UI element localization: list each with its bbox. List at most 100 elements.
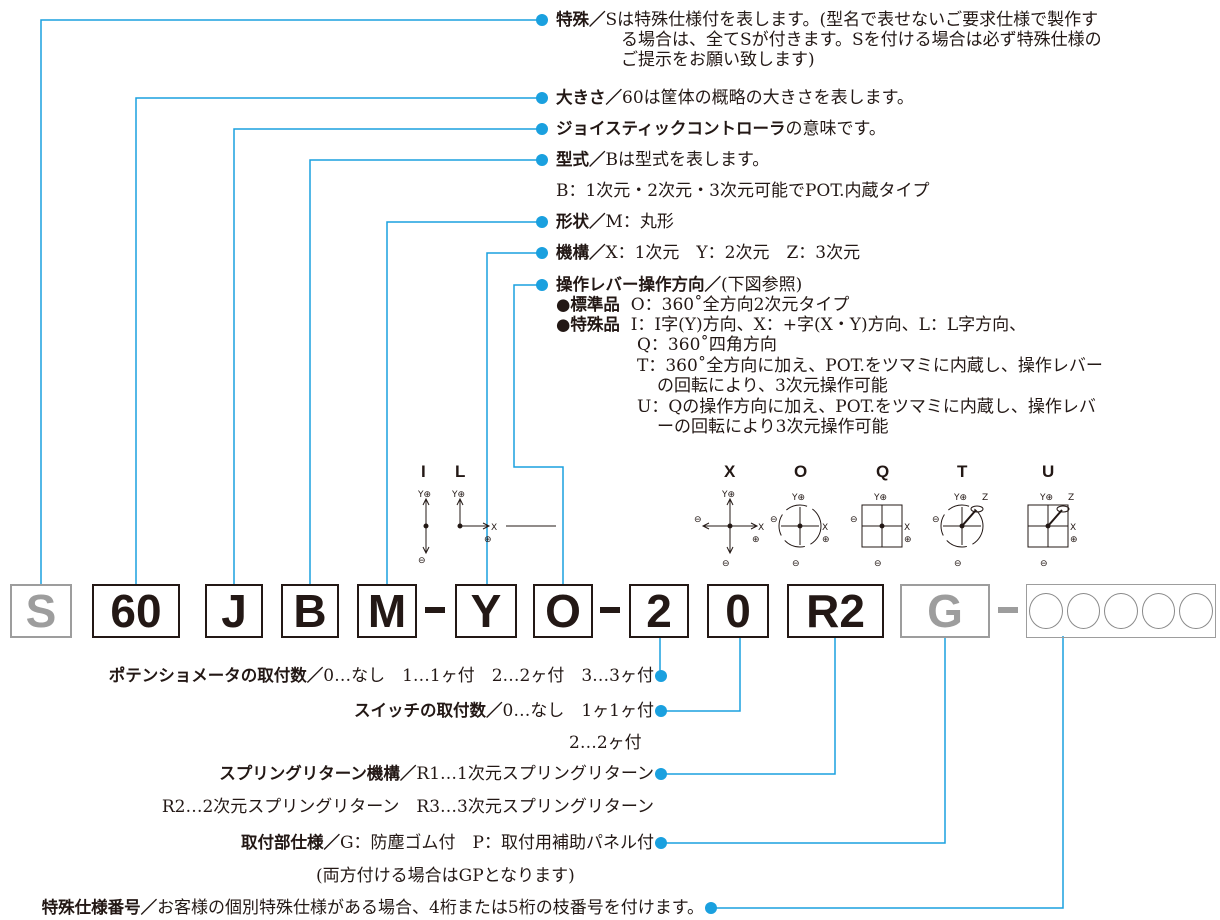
direction-icon-i: Y⊕ ⊖ [417, 490, 431, 566]
axis-label: ⊖ [874, 559, 882, 569]
label-sp-title: ●特殊品 [556, 315, 620, 334]
label-pot: ポテンショメータの取付数／0…なし 1…1ヶ付 2…2ヶ付 3…3ヶ付 [109, 666, 654, 686]
label-direction: 操作レバー操作方向／(下図参照) [556, 275, 802, 295]
label-special-line1: Sは特殊仕様付を表します。(型名で表せないご要求仕様で製作す [605, 10, 1099, 30]
label-direction-std: ●標準品 O：360˚全方向2次元タイプ [556, 295, 849, 315]
axis-label: ⊖ [694, 515, 702, 525]
axis-label: Y⊕ [451, 490, 465, 500]
dot-special [536, 14, 548, 26]
dot-joystick [536, 123, 548, 135]
axis-label: ⊖ [418, 556, 426, 566]
axis-label: ⊖ [792, 559, 800, 569]
label-mount-sub: (両方付ける場合はGPとなります) [316, 866, 575, 886]
direction-letter-t: T [957, 462, 968, 481]
label-sp-5: U：Qの操作方向に加え、POT.をツマミに内蔵し、操作レバ [637, 397, 1096, 417]
dot-direction [536, 279, 548, 291]
label-direction-text: (下図参照) [721, 275, 803, 295]
direction-icon-t: Y⊕ Z ⊖ ⊖ [932, 493, 988, 569]
direction-icon-q: Y⊕ ⊖ X ⊕ ⊖ [850, 493, 912, 569]
axis-label: ⊕ [752, 535, 760, 545]
dot-pot [655, 670, 667, 682]
placeholder-circle [1141, 593, 1176, 629]
dot-switch [655, 705, 667, 717]
axis-label: Y⊕ [417, 490, 431, 500]
label-sp-1: I：I字(Y)方向、X：+字(X・Y)方向、L：L字方向、 [630, 315, 1027, 335]
label-joystick-text: の意味です。 [785, 119, 886, 139]
label-switch-text: 0…なし 1ヶ1ヶ付 [502, 701, 654, 721]
direction-letter-q: Q [876, 462, 890, 481]
leader-model [309, 159, 540, 586]
label-switch-sub: 2…2ヶ付 [569, 733, 642, 753]
code-dash-3 [998, 607, 1018, 613]
label-spring-text: R1…1次元スプリングリターン [416, 764, 654, 784]
direction-icon-o: Y⊕ ⊖ X ⊕ ⊖ [770, 493, 830, 569]
leader-switch [660, 636, 741, 712]
dot-mount [655, 837, 667, 849]
leader-mechanism [486, 252, 540, 586]
axis-label: ⊖ [1040, 559, 1048, 569]
label-mount: 取付部仕様／G：防塵ゴム付 P：取付用補助パネル付 [241, 833, 654, 853]
code-box-pot: 2 [629, 584, 689, 638]
label-switch-title: スイッチの取付数／ [354, 701, 503, 720]
dot-shape [536, 216, 548, 228]
label-special-line3: ご提示をお願い致します) [621, 50, 815, 70]
label-size-text: 60は筐体の概略の大きさを表します。 [622, 88, 914, 108]
label-special: 特殊／Sは特殊仕様付を表します。(型名で表せないご要求仕様で製作す [556, 10, 1098, 30]
label-spring-title: スプリングリターン機構／ [219, 764, 417, 783]
direction-icon-x [506, 525, 556, 527]
leader-mount [660, 636, 946, 844]
label-shape-text: M：丸形 [605, 212, 674, 232]
axis-label: ⊕ [1070, 535, 1078, 545]
direction-letter-i: I [421, 462, 426, 481]
code-box-m: M [357, 584, 417, 638]
dot-size [536, 92, 548, 104]
label-special-no: 特殊仕様番号／お客様の個別特殊仕様がある場合、4桁または5桁の枝番号を付けます。 [42, 898, 704, 918]
leader-joystick [233, 128, 540, 586]
direction-letter-l: L [455, 462, 466, 481]
label-switch: スイッチの取付数／0…なし 1ヶ1ヶ付 [354, 701, 654, 721]
axis-label: Y⊕ [953, 493, 967, 503]
direction-letter-x: X [724, 462, 736, 481]
axis-label: X [1070, 523, 1076, 533]
axis-label: X [822, 523, 828, 533]
axis-label: ⊕ [904, 535, 912, 545]
code-dash-2 [600, 607, 620, 613]
direction-icon-x-main: Y⊕ ⊖ X ⊕ ⊖ [694, 490, 764, 569]
code-box-switch: 0 [707, 584, 769, 638]
axis-label: ⊖ [954, 559, 962, 569]
code-box-g: G [900, 584, 990, 638]
label-pot-text: 0…なし 1…1ヶ付 2…2ヶ付 3…3ヶ付 [323, 666, 654, 686]
label-mount-title: 取付部仕様／ [240, 833, 340, 852]
dot-spring [655, 768, 667, 780]
label-sp-4: の回転により、3次元操作可能 [657, 376, 888, 396]
axis-label: ⊖ [850, 515, 858, 525]
placeholder-circle [1066, 593, 1101, 629]
axis-label: ⊕ [822, 535, 830, 545]
code-box-spring: R2 [787, 584, 884, 638]
code-box-o: O [533, 584, 593, 638]
label-model-sub: B：1次元・2次元・3次元可能でPOT.内蔵タイプ [556, 181, 930, 201]
label-mount-text: G：防塵ゴム付 P：取付用補助パネル付 [339, 833, 654, 853]
label-joystick: ジョイスティックコントローラの意味です。 [556, 119, 886, 139]
label-mechanism-text: X：1次元 Y：2次元 Z：3次元 [605, 243, 861, 263]
axis-label: X [491, 523, 497, 533]
label-mechanism: 機構／X：1次元 Y：2次元 Z：3次元 [556, 243, 860, 263]
axis-label: ⊕ [484, 535, 492, 545]
label-direction-title: 操作レバー操作方向／ [556, 275, 721, 294]
leader-direction [513, 284, 564, 586]
placeholder-circle [1179, 593, 1213, 629]
leader-size [135, 97, 540, 586]
label-sp-6: ーの回転により3次元操作可能 [657, 417, 889, 437]
code-box-j: J [205, 584, 263, 638]
leader-shape [386, 221, 540, 586]
label-size-title: 大きさ／ [556, 88, 622, 107]
dot-mechanism [536, 247, 548, 259]
axis-label: X [904, 523, 910, 533]
axis-label: Z [982, 493, 988, 503]
label-std-text: O：360˚全方向2次元タイプ [630, 295, 850, 315]
label-special-title: 特殊／ [556, 10, 606, 29]
label-shape-title: 形状／ [556, 212, 606, 231]
leader-special-no [711, 636, 1064, 909]
axis-label: Z [1068, 493, 1074, 503]
label-direction-sp: ●特殊品 I：I字(Y)方向、X：+字(X・Y)方向、L：L字方向、 [556, 315, 1026, 335]
